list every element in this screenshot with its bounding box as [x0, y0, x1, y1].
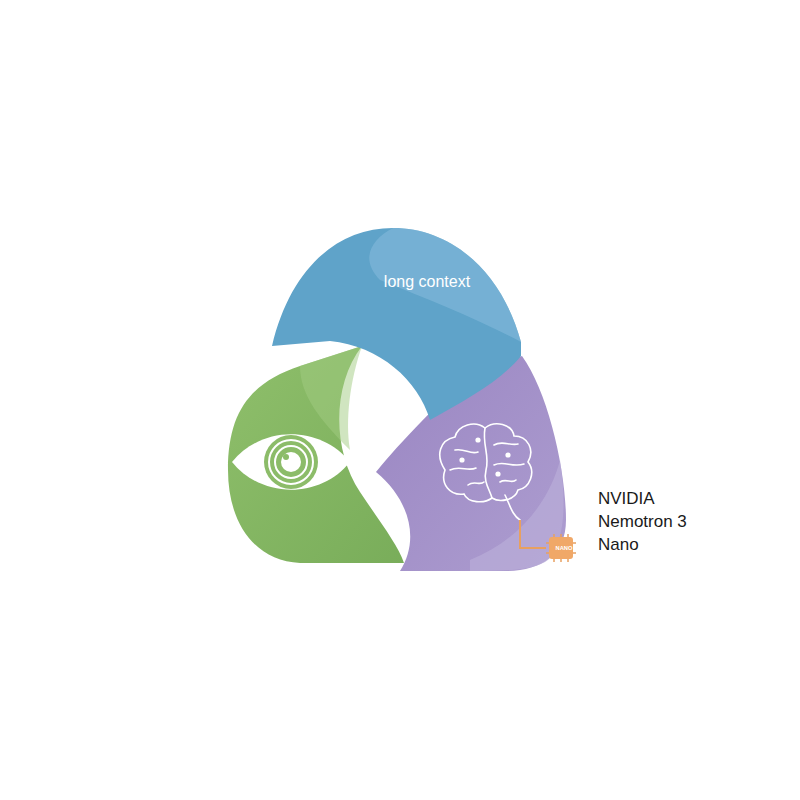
blue-petal-shape — [270, 226, 524, 422]
chip-wire — [520, 520, 546, 548]
blue-petal: long context — [270, 226, 584, 422]
petal-label: long context — [270, 273, 584, 291]
brain-icon — [440, 424, 532, 520]
petal-shade — [300, 346, 362, 450]
chip-label: NANO — [546, 543, 582, 553]
model-name: NVIDIA Nemotron 3 Nano — [598, 487, 694, 556]
green-petal — [228, 346, 404, 563]
chip-box: NANO — [546, 534, 582, 562]
eye-icon — [232, 434, 350, 490]
